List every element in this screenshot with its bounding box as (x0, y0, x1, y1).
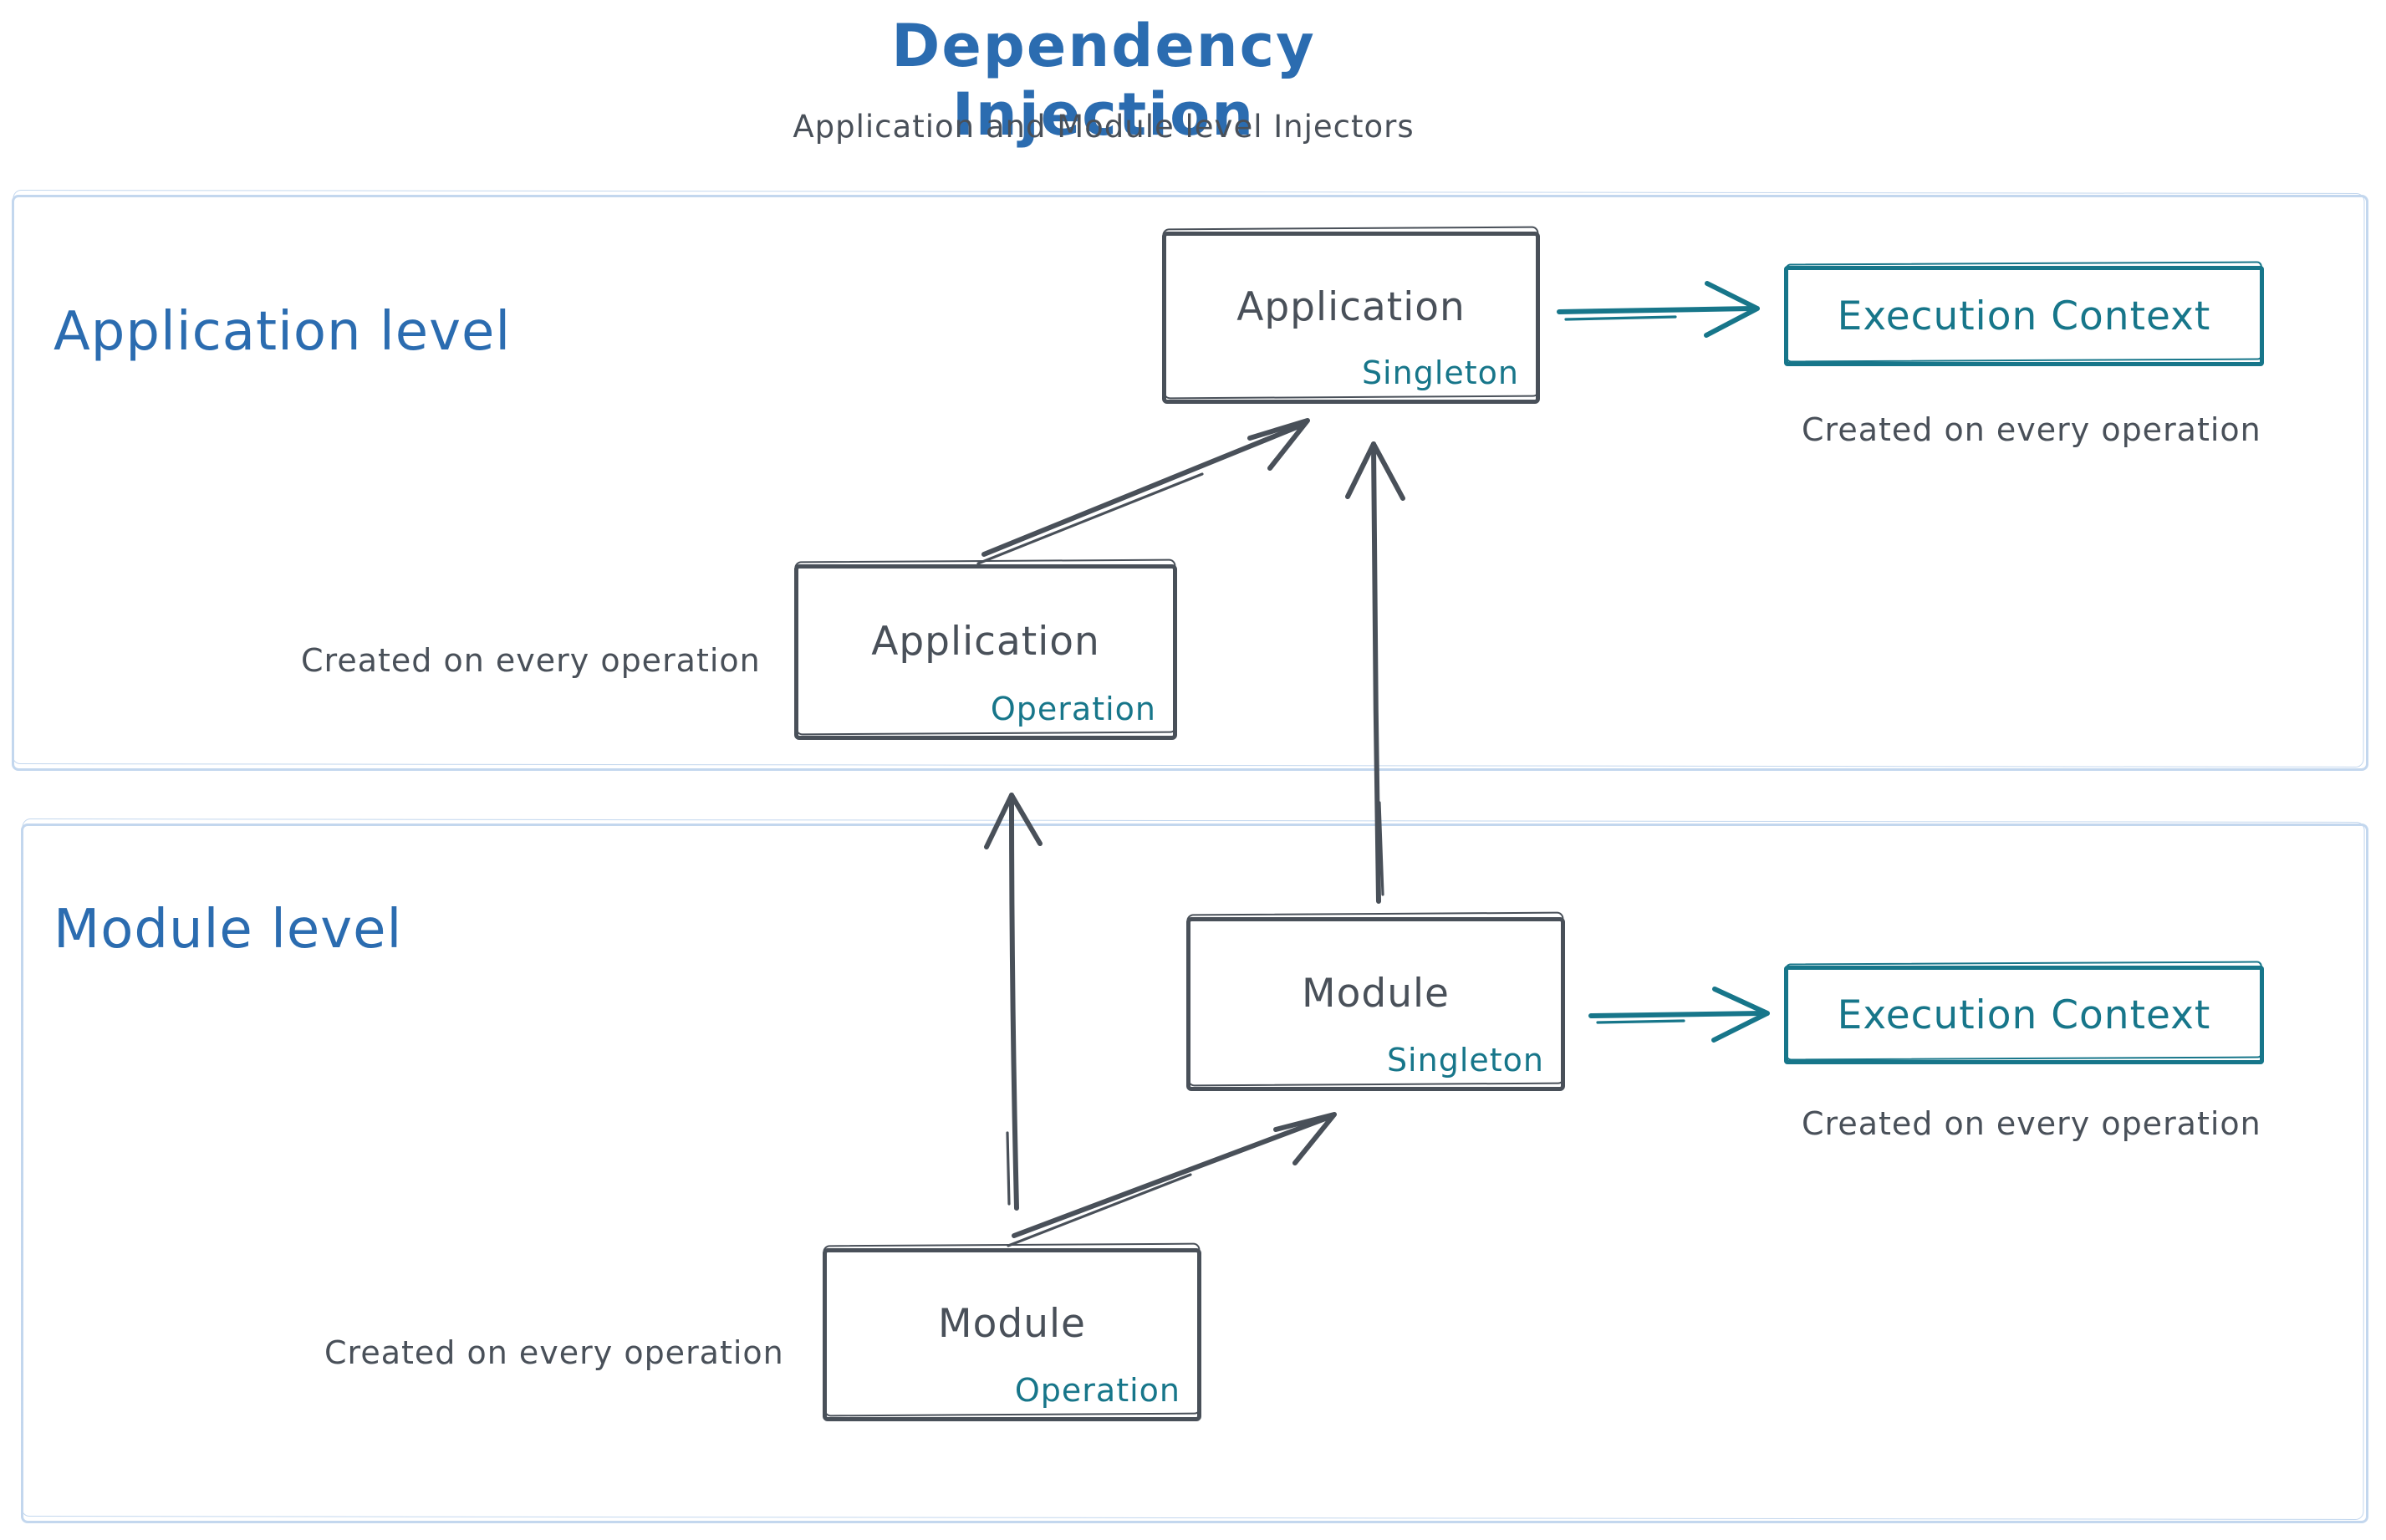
module-operation-box: Module Operation (823, 1248, 1201, 1421)
module-level-label: Module level (54, 899, 403, 961)
application-level-container (12, 195, 2368, 771)
module-execution-context-box: Execution Context (1784, 966, 2264, 1064)
module-level-container (21, 824, 2368, 1523)
page-subtitle: Application and Module level Injectors (793, 109, 1415, 145)
box-scope-badge: Operation (1014, 1372, 1180, 1409)
execution-context-label: Execution Context (1837, 992, 2211, 1038)
application-execution-context-caption: Created on every operation (1802, 411, 2261, 448)
module-singleton-box: Module Singleton (1186, 917, 1565, 1091)
box-scope-badge: Singleton (1386, 1042, 1544, 1079)
application-operation-box: Application Operation (794, 564, 1177, 740)
box-title: Application (871, 618, 1100, 665)
module-operation-caption: Created on every operation (324, 1334, 784, 1371)
box-title: Module (1302, 970, 1450, 1017)
box-title: Module (938, 1301, 1086, 1347)
application-execution-context-box: Execution Context (1784, 266, 2264, 366)
application-singleton-box: Application Singleton (1162, 232, 1540, 404)
box-scope-badge: Singleton (1361, 354, 1519, 391)
box-scope-badge: Operation (990, 691, 1156, 727)
module-execution-context-caption: Created on every operation (1802, 1105, 2261, 1142)
page-title: Dependency Injection (891, 12, 1316, 149)
application-level-label: Application level (54, 301, 512, 363)
application-operation-caption: Created on every operation (301, 642, 761, 679)
execution-context-label: Execution Context (1837, 293, 2211, 339)
box-title: Application (1236, 283, 1466, 330)
